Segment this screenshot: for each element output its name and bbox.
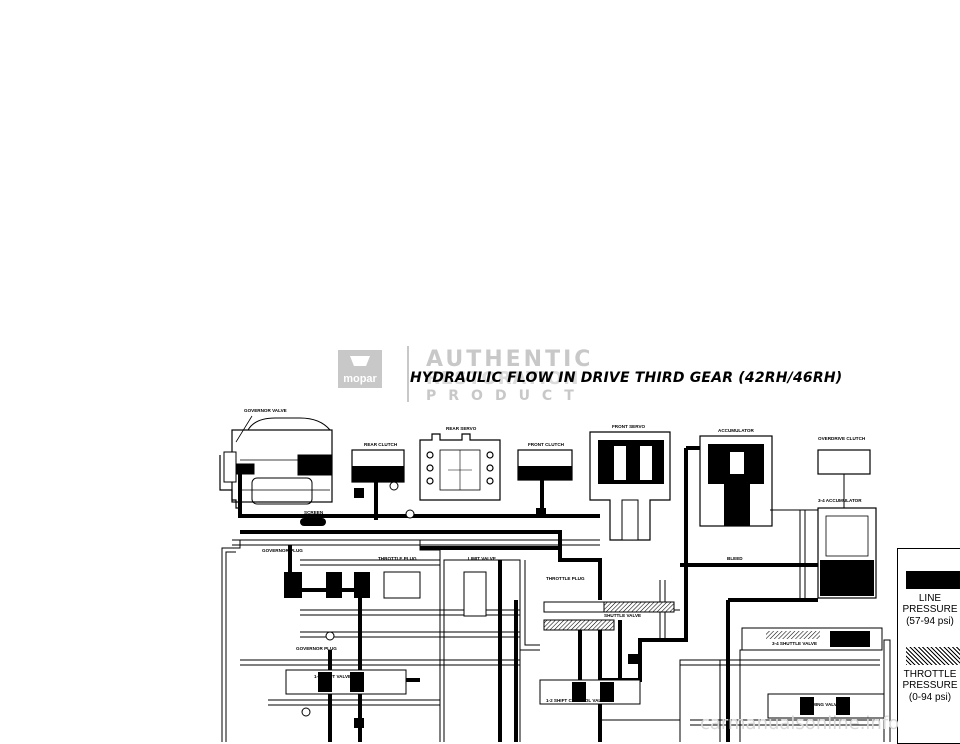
legend-throttle-pressure-label: THROTTLE PRESSURE: [902, 669, 958, 691]
check-balls: [301, 481, 638, 728]
label-screen: SCREEN: [304, 510, 324, 515]
label-shuttle-valve-3-4: 3-4 SHUTTLE VALVE: [772, 641, 817, 646]
label-bleed: BLEED: [727, 556, 743, 561]
front-servo: [589, 431, 671, 541]
label-rear-servo: REAR SERVO: [446, 426, 477, 431]
svg-text:AUTHENTIC: AUTHENTIC: [426, 347, 593, 372]
valve-spools: [284, 518, 885, 719]
legend-line-pressure-label: LINE PRESSURE: [902, 593, 958, 615]
label-rear-clutch: REAR CLUTCH: [364, 442, 398, 447]
legend-line-pressure-range: (57-94 psi): [906, 616, 954, 627]
diagram-title: HYDRAULIC FLOW IN DRIVE THIRD GEAR (42RH…: [410, 370, 843, 386]
legend-swatch-line: [906, 571, 960, 589]
rear-clutch: [351, 449, 405, 520]
label-timing-valve-3-4: 3-4 TIMING VALVE: [800, 702, 840, 707]
label-front-servo: FRONT SERVO: [612, 424, 646, 429]
label-front-clutch: FRONT CLUTCH: [528, 442, 565, 447]
label-throttle-plug: THROTTLE PLUG: [378, 556, 417, 561]
label-governor-valve: GOVERNOR VALVE: [244, 408, 287, 413]
label-governor-plug: GOVERNOR PLUG: [262, 548, 303, 553]
label-limit-valve: LIMIT VALVE: [468, 556, 496, 561]
label-shift-valve-1-2: 1-2 SHIFT VALVE: [314, 674, 351, 679]
front-clutch: [517, 449, 573, 516]
label-accumulator: ACCUMULATOR: [718, 428, 754, 433]
governor-assembly: [219, 415, 333, 516]
label-governor-plug-2: GOVERNOR PLUG: [296, 646, 337, 651]
accumulator: [699, 435, 773, 527]
legend-swatch-throttle: [906, 647, 960, 665]
label-shift-control-valve-1-2: 1-2 SHIFT CONTROL VALVE: [546, 698, 607, 703]
legend-throttle-pressure-range: (0-94 psi): [908, 692, 952, 703]
svg-text:mopar: mopar: [343, 373, 377, 385]
label-shuttle-valve: SHUTTLE VALVE: [604, 613, 641, 618]
label-accumulator-3-4: 3-4 ACCUMULATOR: [818, 498, 862, 503]
svg-text:RESTORATION: RESTORATION: [426, 368, 579, 389]
label-throttle-plug-2: THROTTLE PLUG: [546, 576, 585, 581]
accumulator-3-4: [817, 507, 877, 599]
rear-servo: [419, 433, 501, 501]
svg-text:PRODUCT: PRODUCT: [426, 388, 586, 404]
watermark: carmanualsonline.info: [700, 713, 900, 734]
overdrive-clutch: [817, 449, 871, 475]
mopar-logo: mopar AUTHENTIC RESTORATION PRODUCT: [338, 346, 593, 404]
legend: LINE PRESSURE (57-94 psi) THROTTLE PRESS…: [897, 548, 960, 744]
label-overdrive-clutch: OVERDRIVE CLUTCH: [818, 436, 866, 441]
